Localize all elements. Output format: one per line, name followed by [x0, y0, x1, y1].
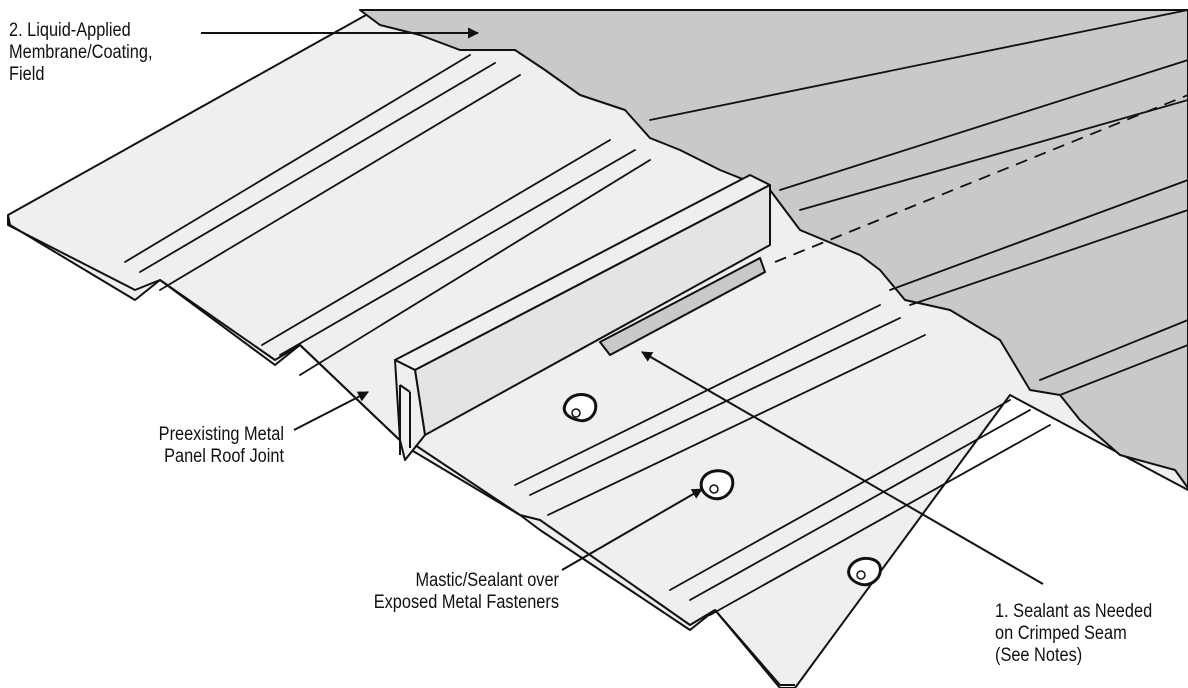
- rib-line: [889, 179, 1188, 291]
- rib-line: [649, 9, 1188, 121]
- rib-line: [139, 62, 496, 273]
- arrow-joint: [293, 391, 369, 431]
- rib-line: [261, 139, 611, 346]
- mastic-label-line: Exposed Metal Fasteners: [373, 592, 559, 613]
- rib-line: [799, 99, 1188, 211]
- fastener-mastic-group: [562, 393, 882, 587]
- seam-fold: [399, 384, 411, 455]
- coating-area: [359, 9, 1188, 489]
- rib-line: [124, 54, 471, 263]
- rib-line: [159, 74, 521, 291]
- membrane-label: 2. Liquid-Applied Membrane/Coating, Fiel…: [9, 20, 153, 86]
- joint-label-line: Preexisting Metal: [158, 424, 284, 445]
- sealant-label-line: 1. Sealant as Needed: [995, 601, 1153, 622]
- rib-line: [529, 317, 901, 496]
- mastic-label: Mastic/Sealant over Exposed Metal Fasten…: [370, 570, 559, 614]
- fastener-icon: [709, 484, 719, 494]
- rib-line: [547, 334, 926, 516]
- rib-line: [1059, 344, 1188, 396]
- sealant-label-line: (See Notes): [995, 645, 1083, 666]
- rib-line: [909, 209, 1188, 306]
- fastener-mastic: [562, 393, 598, 423]
- fastener-mastic: [847, 556, 882, 587]
- fastener-mastic: [699, 469, 735, 501]
- rib-line: [299, 159, 651, 376]
- fastener-icon: [856, 570, 866, 580]
- rib-line: [689, 409, 1031, 601]
- arrow-mastic: [561, 488, 703, 571]
- mastic-label-line: Mastic/Sealant over: [415, 570, 559, 591]
- leaders: [201, 27, 1044, 585]
- rib-line: [669, 399, 1011, 591]
- rib-line: [709, 424, 1051, 616]
- joint-label-line: Panel Roof Joint: [164, 446, 284, 467]
- membrane-label-line: 2. Liquid-Applied: [9, 20, 131, 41]
- arrow-sealant: [641, 351, 1044, 585]
- crimped-seam: [394, 174, 771, 461]
- fastener-icon: [571, 408, 581, 418]
- rib-line: [1039, 319, 1188, 381]
- sealant-label: 1. Sealant as Needed on Crimped Seam (Se…: [995, 601, 1152, 667]
- rib-line: [514, 304, 881, 486]
- sealant-label-line: on Crimped Seam: [995, 623, 1127, 644]
- rib-line: [279, 149, 636, 356]
- membrane-label-line: Membrane/Coating,: [9, 42, 153, 63]
- rib-line: [779, 59, 1188, 191]
- dashed-line: [774, 94, 1188, 263]
- membrane-label-line: Field: [9, 64, 45, 85]
- joint-label: Preexisting Metal Panel Roof Joint: [126, 424, 284, 468]
- sealant-bead: [599, 257, 766, 356]
